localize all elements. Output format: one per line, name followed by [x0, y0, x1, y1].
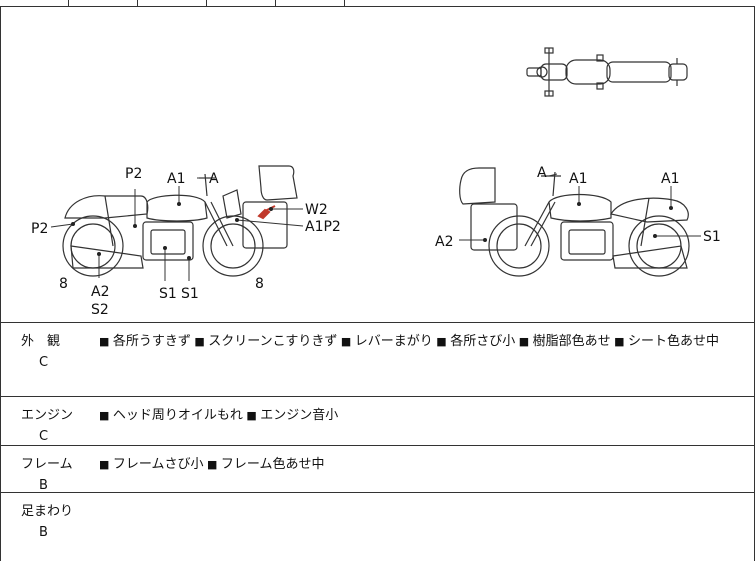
- row-label: 足まわり B: [21, 501, 81, 543]
- grade-value: B: [39, 478, 48, 493]
- label-left-4: P2: [31, 221, 48, 237]
- label-left-5: W2: [305, 202, 328, 218]
- table-divider: [275, 0, 277, 6]
- note-bullet-icon: ■: [203, 458, 221, 471]
- note-bullet-icon: ■: [610, 335, 628, 348]
- note-item: ヘッド周りオイルもれ: [112, 408, 243, 423]
- motorcycle-right-view-icon: [459, 167, 690, 277]
- table-divider: [137, 0, 139, 6]
- note-item: フレームさび小: [112, 457, 204, 472]
- header-table-fragment: [0, 0, 755, 7]
- note-bullet-icon: ■: [190, 335, 209, 348]
- row-label: フレーム B: [21, 454, 81, 496]
- note-item: フレーム色あせ中: [220, 457, 325, 472]
- label-left-11: S1: [181, 286, 199, 302]
- row-engine: エンジン C ■ ヘッド周りオイルもれ ■ エンジン音小: [0, 397, 755, 446]
- label-right-5: S1: [703, 229, 721, 245]
- leader-lines-right: [459, 173, 701, 241]
- note-item: エンジン音小: [260, 408, 339, 423]
- label-left-7: 8: [59, 276, 68, 292]
- motorcycle-left-view-icon: [62, 165, 298, 277]
- leader-lines-left: [50, 177, 304, 281]
- label-left-12: 8: [255, 276, 264, 292]
- note-item: スクリーンこすりきず: [208, 334, 338, 349]
- grade-value: C: [39, 355, 49, 370]
- motorcycle-top-view-icon: [526, 47, 688, 97]
- note-bullet-icon: ■: [515, 335, 533, 348]
- label-right-4: A2: [435, 234, 453, 250]
- note-bullet-icon: ■: [242, 409, 261, 422]
- row-notes: ■ フレームさび小 ■ フレーム色あせ中: [99, 454, 747, 475]
- row-suspension: 足まわり B: [0, 493, 755, 561]
- label-left-8: A2: [91, 284, 109, 300]
- labels-right: A A1 A1 A2 S1: [435, 165, 721, 250]
- table-divider: [206, 0, 208, 6]
- damage-mark-icon: [257, 205, 276, 220]
- note-bullet-icon: ■: [99, 409, 113, 422]
- note-item: 樹脂部色あせ: [532, 334, 611, 349]
- category-name: 外 観: [21, 334, 61, 349]
- row-notes: ■ ヘッド周りオイルもれ ■ エンジン音小: [99, 405, 747, 426]
- row-frame: フレーム B ■ フレームさび小 ■ フレーム色あせ中: [0, 446, 755, 493]
- labels-left: P2 A1 A P2 W2 A1P2 8 A2 S2 S1 S1 8: [31, 166, 341, 318]
- note-bullet-icon: ■: [99, 458, 113, 471]
- category-name: フレーム: [21, 457, 73, 472]
- row-label: エンジン C: [21, 405, 81, 447]
- grade-value: B: [39, 525, 48, 540]
- note-item: 各所うすきず: [112, 334, 191, 349]
- marker-dots: [71, 202, 673, 260]
- row-label: 外 観 C: [21, 331, 81, 373]
- note-item: シート色あせ中: [628, 334, 720, 349]
- damage-diagram-panel: P2 A1 A P2 W2 A1P2 8 A2 S2 S1 S1 8 A A1 …: [0, 6, 755, 323]
- grade-value: C: [39, 429, 49, 444]
- note-bullet-icon: ■: [432, 335, 451, 348]
- category-name: エンジン: [21, 408, 74, 423]
- table-divider: [68, 0, 70, 6]
- label-left-10: S1: [159, 286, 177, 302]
- label-left-9: S2: [91, 302, 109, 318]
- table-divider: [344, 0, 346, 6]
- label-left-6: A1P2: [305, 219, 341, 235]
- note-item: レバーまがり: [354, 334, 433, 349]
- label-right-3: A1: [661, 171, 679, 187]
- category-name: 足まわり: [21, 504, 74, 519]
- label-right-2: A1: [569, 171, 587, 187]
- label-right-1: A: [537, 165, 547, 181]
- note-bullet-icon: ■: [99, 335, 113, 348]
- note-bullet-icon: ■: [337, 335, 355, 348]
- label-left-3: A: [209, 171, 219, 187]
- label-left-1: P2: [125, 166, 142, 182]
- note-item: 各所さび小: [450, 334, 516, 349]
- damage-diagram: P2 A1 A P2 W2 A1P2 8 A2 S2 S1 S1 8 A A1 …: [31, 47, 721, 318]
- label-left-2: A1: [167, 171, 185, 187]
- row-exterior: 外 観 C ■ 各所うすきず ■ スクリーンこすりきず ■ レバーまがり ■ 各…: [0, 323, 755, 397]
- row-notes: ■ 各所うすきず ■ スクリーンこすりきず ■ レバーまがり ■ 各所さび小 ■…: [99, 331, 747, 352]
